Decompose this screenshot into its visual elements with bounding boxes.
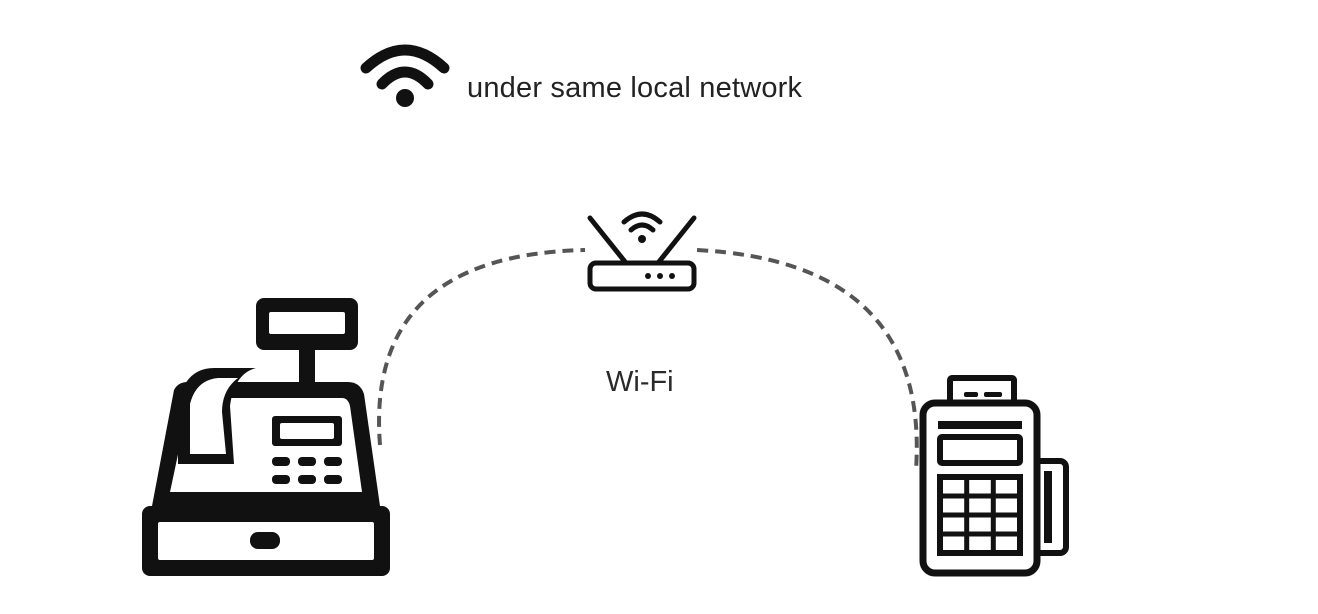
- wifi-label: Wi-Fi: [606, 366, 674, 398]
- wifi-icon: [360, 44, 450, 107]
- connection-line-router-terminal: [696, 248, 919, 471]
- payment-terminal-icon: [919, 375, 1069, 577]
- cash-register-icon: [142, 298, 390, 576]
- connection-line-register-router: [377, 248, 586, 446]
- router-icon: [587, 211, 697, 292]
- legend-label: under same local network: [467, 72, 803, 104]
